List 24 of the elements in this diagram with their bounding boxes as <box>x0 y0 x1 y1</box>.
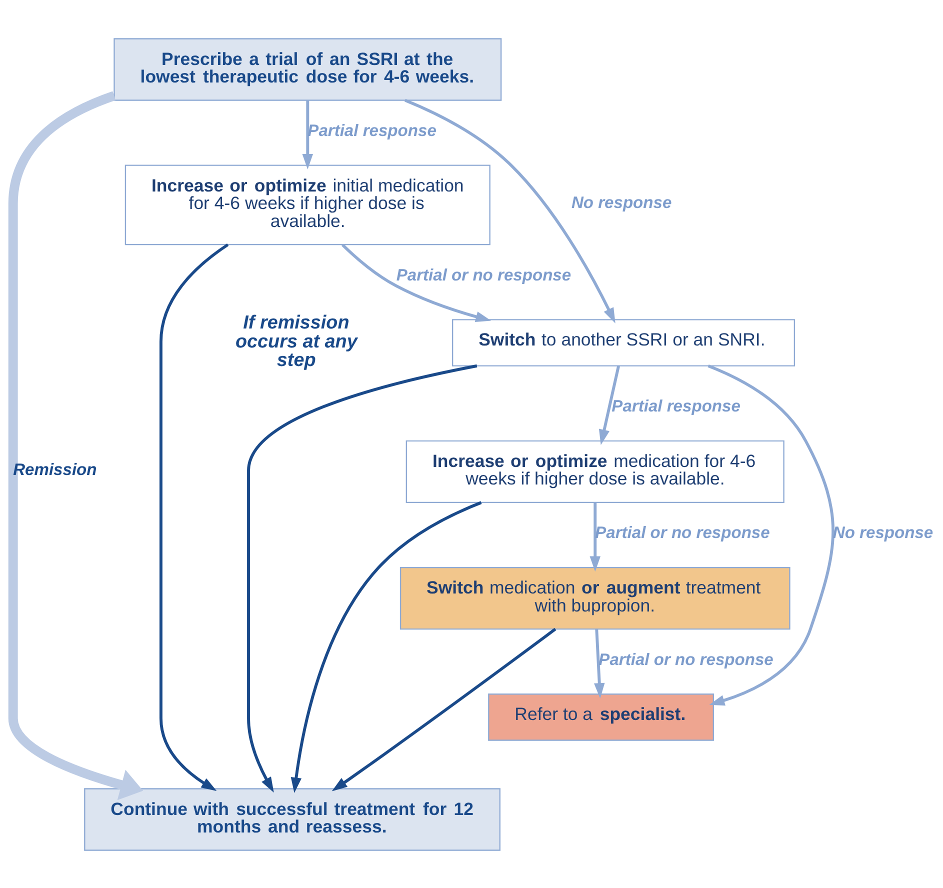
arrow <box>341 243 492 322</box>
label: If remission occurs at any step <box>235 312 358 371</box>
node-box: Prescribe a trial of an SSRI at the lowest therapeutic dose for 4-6 weeks. <box>114 38 502 100</box>
arrow <box>302 100 314 169</box>
node-box: Increase or optimize medication for 4-6 weeks if higher dose is available. <box>406 440 784 503</box>
node-box: Refer to a specialist. <box>488 693 714 740</box>
arrow <box>404 98 616 323</box>
arrow <box>594 628 605 698</box>
arrow <box>247 364 478 792</box>
arrow <box>159 242 229 790</box>
arrow <box>290 500 482 792</box>
node-box: Switch medication or augment treatment with bupropion. <box>400 566 790 630</box>
edge-label: No response <box>571 192 672 212</box>
edge-label: Remission <box>13 459 97 478</box>
node-box: Switch to another SSRI or an SNRI. <box>452 318 796 366</box>
edge-label: Partial or no response <box>396 264 572 284</box>
arrow <box>708 364 834 706</box>
arrow <box>598 365 620 445</box>
arrow <box>332 627 556 791</box>
arrow <box>590 502 601 572</box>
edge-label: Partial response <box>612 396 740 416</box>
node-box: Continue with successful treatment for 12 months and reassess. <box>84 788 500 850</box>
arrow <box>8 90 144 800</box>
node-box: Increase or optimize initial medication for 4-6 weeks if higher dose is available. <box>124 164 490 245</box>
